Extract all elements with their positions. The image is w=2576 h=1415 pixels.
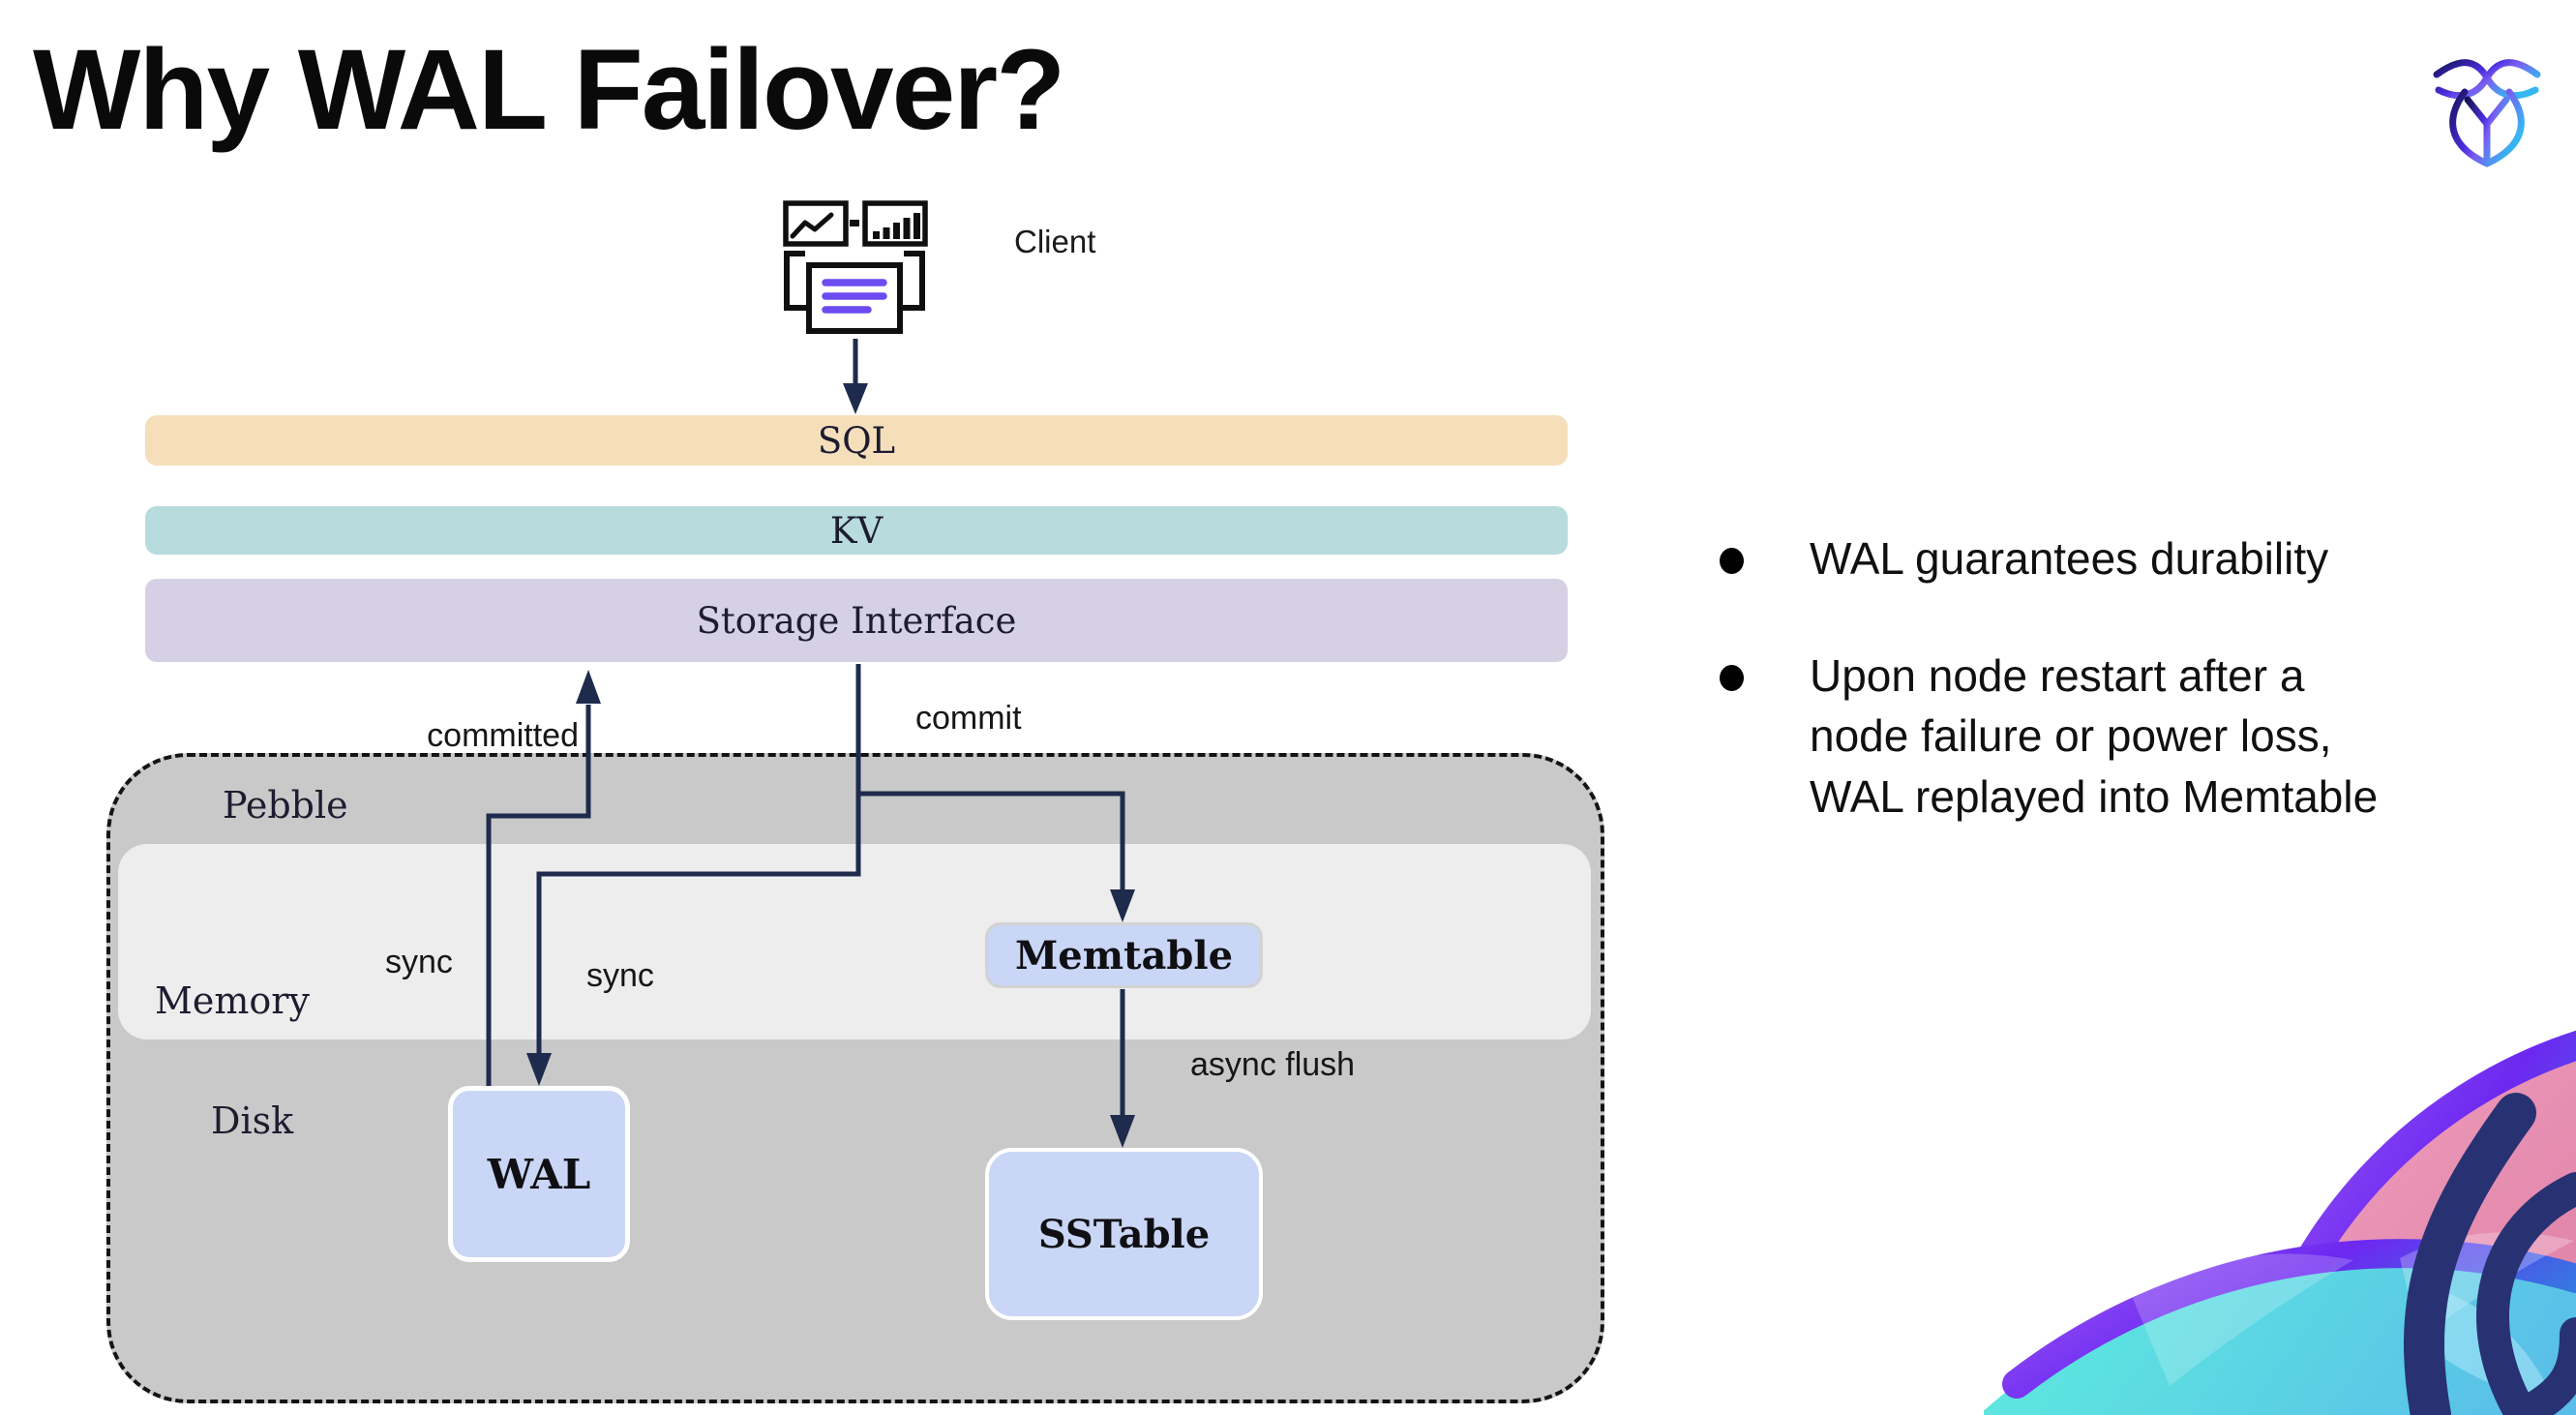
edge-label-async-flush: async flush: [1190, 1046, 1356, 1083]
layer-bar-storage-interface: Storage Interface: [145, 579, 1568, 662]
blue-dome: [1984, 1253, 2576, 1415]
navy-curve-2: [2476, 1172, 2576, 1415]
document-glyph: [806, 262, 903, 334]
edge-label-commit: commit: [915, 700, 1022, 737]
dash-glyph: [850, 220, 859, 226]
edge-label-committed: committed: [427, 717, 579, 754]
violet-rim-arc-1: [2291, 1030, 2576, 1280]
edge-label-sync-2: sync: [586, 957, 654, 994]
text-lines-glyph: [822, 279, 887, 314]
layer-bar-kv: KV: [145, 506, 1568, 555]
memory-band: [118, 844, 1591, 1039]
bullet-item-replay: Upon node restart after a node failure o…: [1718, 646, 2521, 828]
navy-curve-1: [2404, 1093, 2536, 1415]
bullet-list: WAL guarantees durability Upon node rest…: [1718, 528, 2521, 883]
petal-highlight-3: [2429, 1289, 2557, 1405]
memtable-node: Memtable: [985, 922, 1263, 988]
petal-highlight-1: [2400, 1232, 2574, 1340]
bar-chart-glyph: [873, 213, 920, 239]
pink-dome: [2249, 1045, 2576, 1415]
wal-node: WAL: [448, 1086, 630, 1262]
pebble-label: Pebble: [223, 784, 348, 827]
line-chart-glyph: [790, 212, 834, 239]
page-title: Why WAL Failover?: [33, 26, 1065, 154]
memory-zone-label: Memory: [155, 979, 310, 1022]
sstable-node: SSTable: [985, 1148, 1263, 1320]
layer-bar-sql: SQL: [145, 415, 1568, 466]
edge-label-sync-1: sync: [385, 944, 453, 980]
client-label: Client: [1014, 224, 1096, 259]
bullet-item-durability: WAL guarantees durability: [1718, 528, 2521, 589]
violet-rim-arc-2: [2002, 1239, 2576, 1399]
disk-zone-label: Disk: [211, 1099, 294, 1142]
bracket-glyph: [784, 251, 925, 311]
navy-curve-3: [2505, 1317, 2576, 1415]
petal-highlight-2: [2129, 1253, 2353, 1386]
